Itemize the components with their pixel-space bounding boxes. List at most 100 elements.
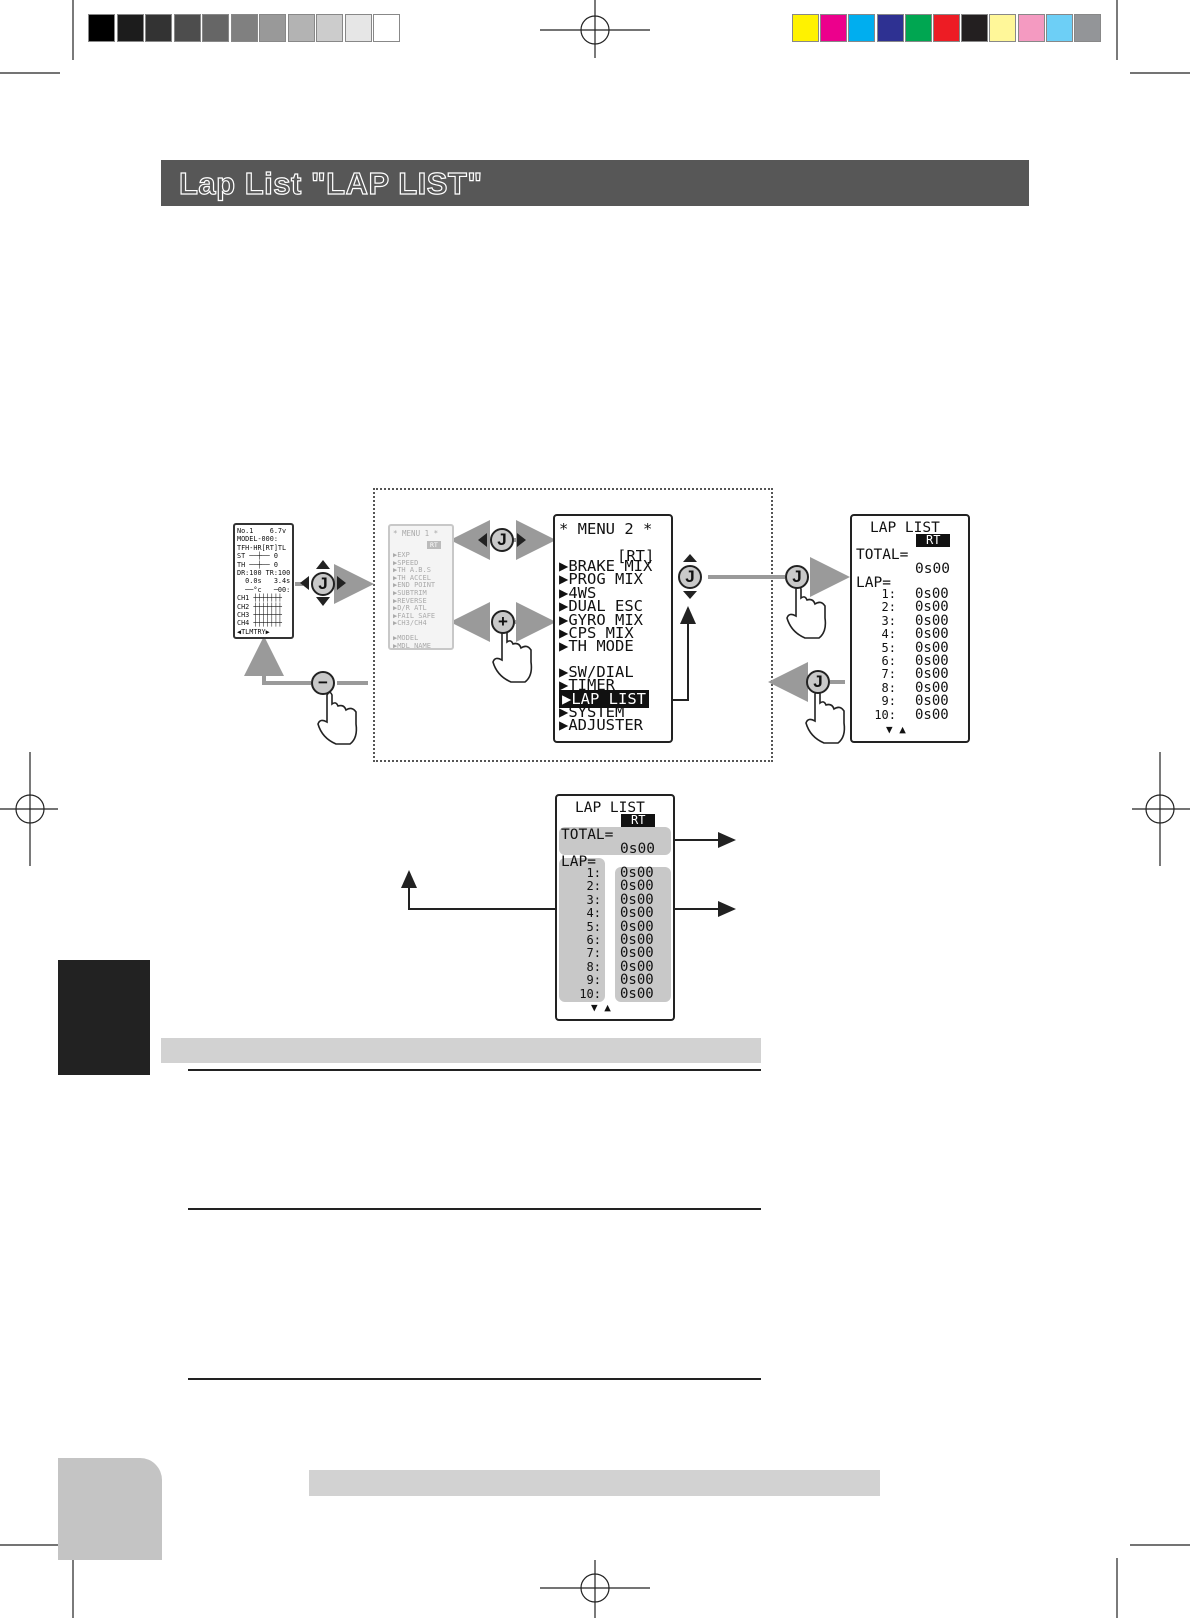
lap-time: 0s00	[620, 918, 654, 935]
lap-time: 0s00	[620, 972, 654, 989]
color-swatch	[1074, 14, 1101, 42]
menu1-title: * MENU 1 *	[393, 529, 439, 538]
settings-header-bar	[161, 1038, 761, 1063]
lap-number: 2:	[881, 600, 896, 615]
lap-row: 9:0s00	[868, 694, 968, 709]
menu2-item[interactable]: ▶CPS MIX	[559, 624, 634, 643]
lap-number: 9:	[881, 694, 896, 709]
menu1-item: ▶D/R ATL	[393, 604, 427, 613]
menu1-item: ▶TH ACCEL	[393, 573, 431, 582]
lap-row: 1:0s00	[573, 866, 673, 880]
lap-time: 0s00	[915, 652, 949, 669]
total-value: 0s00	[915, 561, 950, 577]
rt-badge: RT	[621, 814, 656, 827]
gray-swatch	[116, 14, 144, 42]
gray-swatch	[259, 14, 286, 42]
color-swatch	[933, 14, 960, 42]
scroll-indicator: ▼ ▲	[886, 723, 906, 736]
lap-number: 3:	[586, 892, 601, 907]
rt-badge: RT	[916, 534, 951, 547]
home-screen-line: CH4 ┼┼┼┼┼┼┼	[237, 619, 283, 628]
menu2-item[interactable]: ▶TIMER	[559, 676, 615, 695]
home-screen-line: CH1 ┼┼┼┼┼┼┼	[237, 594, 283, 603]
color-swatch	[876, 14, 904, 42]
lap-time: 0s00	[915, 612, 949, 629]
menu2-item[interactable]: ▶BRAKE MIX	[559, 557, 653, 575]
menu1-item: ▶EXP	[393, 551, 410, 559]
lap-row: 7:0s00	[868, 667, 968, 681]
menu2-screen-lcd: * MENU 2 * [RT] ▶BRAKE MIX▶PROG MIX▶4WS▶…	[553, 514, 673, 743]
page-number-tab	[58, 1458, 162, 1560]
menu2-rt: [RT]	[617, 547, 655, 565]
lap-time: 0s00	[915, 639, 949, 656]
menu1-item: ▶END POINT	[393, 581, 436, 590]
gray-swatch	[287, 14, 315, 42]
gray-swatch	[202, 14, 229, 42]
menu2-item[interactable]: ▶4WS	[559, 583, 597, 602]
gray-swatch	[88, 14, 115, 42]
total-label: TOTAL=	[561, 827, 614, 843]
divider-line	[188, 1378, 761, 1380]
menu2-item[interactable]: ▶TH MODE	[559, 637, 634, 656]
total-value: 0s00	[620, 841, 655, 857]
color-swatch	[792, 14, 819, 42]
lap-number: 1:	[586, 866, 601, 880]
scroll-indicator: ▼ ▲	[591, 1001, 611, 1014]
menu2-item[interactable]: ▶ADJUSTER	[559, 716, 643, 735]
color-swatch	[989, 14, 1017, 42]
menu1-item: ▶TH A.B.S	[393, 566, 431, 575]
lap-row: 5: 0s00	[573, 918, 673, 935]
color-swatch	[961, 14, 989, 42]
home-screen-line: CH2 ┼┼┼┼┼┼┼	[237, 602, 283, 611]
lap-row: 3:0s00	[868, 612, 968, 629]
gray-swatch	[173, 14, 201, 42]
lap-time: 0s00	[915, 706, 949, 723]
lap-row: 4:0s00	[868, 626, 968, 643]
lap-number: 10:	[579, 986, 601, 1001]
color-swatch	[1017, 14, 1045, 42]
color-swatch	[848, 14, 876, 42]
lap-list-title: LAP LIST	[575, 800, 645, 816]
lap-time: 0s00	[620, 985, 654, 1002]
menu1-screen-lcd: * MENU 1 * RT ▶EXP▶SPEED▶TH A.B.S▶TH ACC…	[388, 524, 454, 650]
gray-swatch	[230, 14, 258, 42]
menu1-item: ▶MDL NAME	[393, 641, 431, 650]
home-screen-line: ──°c ─00:	[237, 585, 291, 594]
lap-number: 4:	[586, 906, 601, 921]
menu-group-box	[373, 488, 773, 762]
menu1-item: ▶REVERSE	[393, 596, 427, 605]
divider-line	[188, 1208, 761, 1210]
menu1-item: ▶SPEED	[393, 558, 419, 567]
menu2-title: * MENU 2 *	[559, 520, 653, 538]
lap-row: 6:0s00	[868, 652, 968, 669]
menu2-item[interactable]: ▶SYSTEM	[559, 703, 625, 721]
lap-row: 8:0s00	[573, 959, 673, 974]
menu2-item[interactable]: ▶DUAL ESC	[559, 597, 643, 616]
lap-number: 8:	[881, 680, 896, 695]
lap-number: 5:	[586, 919, 601, 934]
menu2-item[interactable]: ▶SW/DIAL	[559, 663, 634, 681]
menu2-item[interactable]: ▶PROG MIX	[559, 570, 643, 589]
gray-swatch	[344, 14, 372, 42]
lap-number: 8:	[586, 959, 601, 974]
lap-time: 0s00	[915, 626, 949, 643]
lap-time: 0s00	[620, 891, 654, 908]
plus-button-icon: +	[491, 610, 515, 634]
lap-row: 7:0s00	[573, 946, 673, 961]
menu2-selected-item[interactable]: ▶LAP LIST	[559, 690, 649, 708]
lap-label: LAP=	[561, 854, 596, 870]
lap-row: 6:0s00	[573, 932, 673, 947]
lap-time: 0s00	[915, 679, 949, 696]
home-screen-line: 0.0s 3.4s	[237, 577, 291, 586]
jog-button-icon: J	[311, 572, 335, 596]
home-screen-line: No.1 6.7v	[237, 527, 287, 535]
lap-number: 7:	[586, 946, 601, 961]
minus-button-icon: −	[311, 671, 335, 695]
lap-number: 6:	[586, 932, 601, 947]
lap-label: LAP=	[856, 575, 891, 591]
menu2-item[interactable]: ▶GYRO MIX	[559, 610, 643, 629]
